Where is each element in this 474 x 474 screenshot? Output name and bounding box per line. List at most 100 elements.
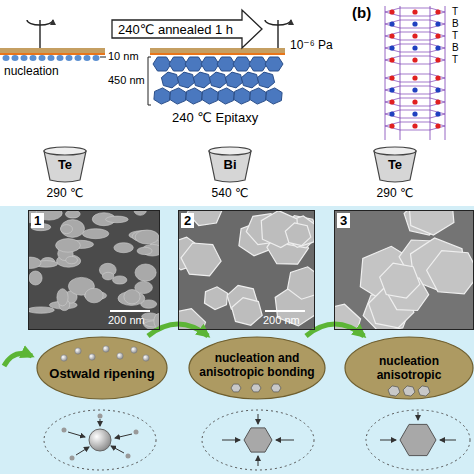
annotation-label: 240℃ annealed 1 h (118, 22, 233, 37)
nucleus-dot (93, 55, 100, 61)
particle (131, 347, 137, 353)
hex-particle (388, 386, 400, 396)
nucleus-dot (21, 55, 28, 61)
node-outline (28, 210, 160, 330)
nucleus-dot (30, 55, 37, 61)
sem-plate (409, 210, 454, 235)
drawn-shape (440, 440, 456, 441)
sem-grain (56, 239, 81, 253)
atom (435, 21, 440, 26)
annotation-label: B (452, 18, 459, 29)
atom (389, 57, 394, 62)
sem-grain (61, 225, 73, 234)
annotation-label: nucleation (4, 64, 59, 78)
annotation-label: 10 nm (108, 50, 139, 62)
particle (117, 353, 123, 359)
lattice-layer (385, 98, 445, 106)
hex-particle (271, 384, 281, 392)
substrate-film (150, 53, 285, 55)
drawn-shape (400, 424, 436, 455)
atom (412, 111, 417, 116)
rotation-symbol (265, 20, 291, 48)
atom (435, 87, 440, 92)
crucible-rim (44, 147, 86, 155)
substrate (0, 48, 105, 53)
sem-plate (285, 223, 311, 246)
atom (435, 99, 440, 104)
atom (412, 33, 417, 38)
drawn-shape (28, 210, 160, 330)
lattice-layer (385, 122, 445, 130)
drawn-shape (62, 428, 67, 433)
crystal-grain (249, 57, 267, 71)
node-text: 200 nm (108, 314, 145, 326)
sem-plate (205, 287, 228, 310)
nucleus-dot (75, 55, 82, 61)
sem-texture (178, 210, 315, 330)
crystal-grain (217, 57, 235, 71)
node-text: 290 ℃ (366, 186, 424, 200)
particle (61, 355, 67, 361)
lattice-line (400, 6, 401, 140)
sem-image: 1200 nm (28, 210, 160, 330)
sem-grain (82, 229, 108, 239)
sem-image: 3 (334, 210, 474, 330)
sem-grain (106, 216, 129, 223)
annotation-label: 10⁻⁶ Pa (290, 38, 333, 52)
atom (435, 123, 440, 128)
hex-particle (251, 384, 261, 392)
drawn-shape (115, 434, 132, 438)
thickness-bracket (148, 57, 151, 105)
particle (89, 354, 95, 360)
atom (389, 99, 394, 104)
sem-grain (61, 220, 85, 238)
sem-grain (28, 307, 54, 313)
crystal-grain (266, 88, 282, 104)
crystal-grain (234, 88, 250, 104)
crystal-grain (170, 88, 186, 104)
atom (389, 75, 394, 80)
nucleus-dot (84, 55, 91, 61)
drawn-shape (258, 456, 259, 466)
lattice-layer (385, 8, 445, 16)
crystal-grain (241, 72, 258, 88)
atom (412, 75, 417, 80)
crystal-structure (385, 6, 445, 140)
nucleus-dot (66, 55, 73, 61)
image-frame (179, 211, 315, 330)
sem-plate (427, 251, 474, 294)
crystal-grain (218, 88, 234, 104)
crucible: Te290 ℃ (372, 146, 426, 204)
atom (435, 75, 440, 80)
detail-growth (366, 410, 470, 470)
drawn-shape (244, 428, 272, 452)
drawn-shape (126, 454, 131, 459)
drawn-shape (258, 414, 259, 424)
drawn-shape (98, 414, 103, 419)
atom (389, 9, 394, 14)
atom (435, 33, 440, 38)
drawn-shape (76, 447, 89, 455)
crystal-grain (202, 88, 218, 104)
stage-disc-shape (189, 337, 325, 399)
sem-grain (29, 271, 42, 285)
stage-disc-shape (37, 337, 167, 399)
atom (389, 33, 394, 38)
stage-disc: nucleation anisotropic (344, 336, 474, 400)
detail-bonding (202, 410, 314, 470)
lattice-layer (385, 110, 445, 118)
sem-grain (28, 257, 41, 268)
drawn-shape (100, 419, 101, 426)
lattice-layer (385, 20, 445, 28)
particle (103, 346, 109, 352)
atom (412, 21, 417, 26)
atom (389, 123, 394, 128)
panel-ground (0, 206, 474, 474)
crystal-grain (233, 57, 251, 71)
drawn-shape (39, 20, 40, 48)
node-text: 540 ℃ (201, 186, 259, 200)
crystal-grain (209, 72, 226, 88)
node-text: 200 nm (263, 314, 300, 326)
crucible: Bi540 ℃ (207, 146, 261, 204)
